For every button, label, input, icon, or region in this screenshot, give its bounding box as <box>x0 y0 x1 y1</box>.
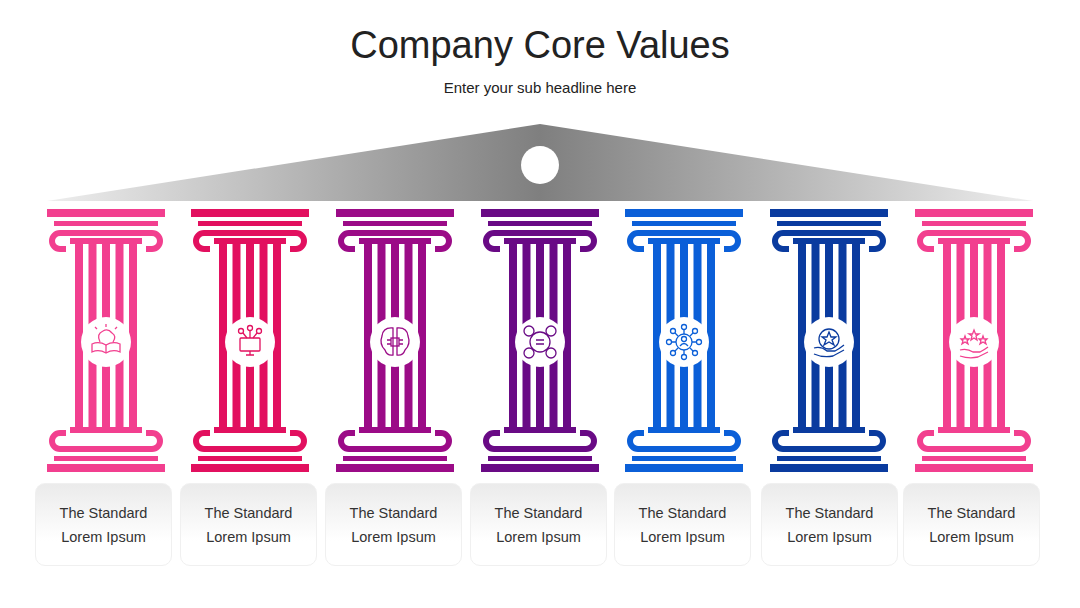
value-heading: The Standard <box>60 505 148 521</box>
value-box: The StandardLorem Ipsum <box>35 483 172 566</box>
value-box: The StandardLorem Ipsum <box>180 483 317 566</box>
value-body: Lorem Ipsum <box>929 529 1014 545</box>
value-heading: The Standard <box>928 505 1016 521</box>
chip-brain-icon <box>381 328 409 355</box>
screen-icon <box>239 326 262 356</box>
book-brain-icon <box>92 324 120 353</box>
value-body: Lorem Ipsum <box>640 529 725 545</box>
team-icon <box>524 326 556 358</box>
pillar <box>625 209 743 472</box>
value-box: The StandardLorem Ipsum <box>614 483 751 566</box>
value-box: The StandardLorem Ipsum <box>325 483 462 566</box>
pillar <box>770 209 888 472</box>
diagram-title: Company Core Values <box>0 24 1080 67</box>
value-heading: The Standard <box>786 505 874 521</box>
value-heading: The Standard <box>639 505 727 521</box>
pillar <box>481 209 599 472</box>
value-box: The StandardLorem Ipsum <box>470 483 607 566</box>
roof-medallion <box>521 146 559 184</box>
value-body: Lorem Ipsum <box>787 529 872 545</box>
value-box: The StandardLorem Ipsum <box>761 483 898 566</box>
value-heading: The Standard <box>495 505 583 521</box>
value-body: Lorem Ipsum <box>61 529 146 545</box>
hand-star-icon <box>814 329 844 357</box>
value-heading: The Standard <box>350 505 438 521</box>
pillar <box>47 209 165 472</box>
value-body: Lorem Ipsum <box>351 529 436 545</box>
pillar <box>191 209 309 472</box>
sub-headline: Enter your sub headline here <box>0 79 1080 96</box>
pillar <box>915 209 1033 472</box>
network-icon <box>667 325 702 360</box>
value-body: Lorem Ipsum <box>206 529 291 545</box>
value-heading: The Standard <box>205 505 293 521</box>
roof <box>47 124 1033 201</box>
value-box: The StandardLorem Ipsum <box>903 483 1040 566</box>
value-body: Lorem Ipsum <box>496 529 581 545</box>
pillar <box>336 209 454 472</box>
hand-stars-icon <box>960 330 988 358</box>
